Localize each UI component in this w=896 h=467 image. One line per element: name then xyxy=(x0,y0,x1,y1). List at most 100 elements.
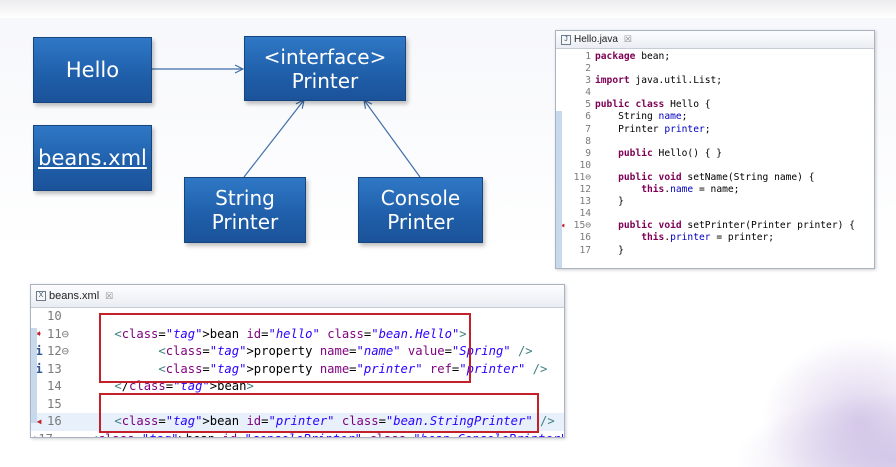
line-number: 16 xyxy=(579,232,591,244)
code-text[interactable]: public Hello() { } xyxy=(618,147,723,159)
code-text[interactable]: } xyxy=(595,244,624,256)
annotation-marker-icon xyxy=(31,308,47,326)
line-number: 8 xyxy=(585,135,591,147)
top-band xyxy=(0,0,896,18)
console-to-printer-arrow xyxy=(364,100,421,178)
string-printer-label-line1: String xyxy=(215,186,275,210)
code-text[interactable]: <class="tag">property name="name" value=… xyxy=(158,344,533,358)
line-number: 16 xyxy=(47,414,62,428)
code-line[interactable]: 10 xyxy=(556,160,874,172)
code-line[interactable]: 17 } xyxy=(556,245,874,257)
code-text[interactable]: <class="tag">bean id="consolePrinter" cl… xyxy=(61,431,564,438)
printer-interface-box: <interface> Printer xyxy=(244,36,406,101)
annotation-marker-icon: ◂ xyxy=(559,220,566,232)
code-line[interactable]: ➧17 <class="tag">bean id="consolePrinter… xyxy=(31,431,564,438)
code-text[interactable]: <class="tag">property name="printer" ref… xyxy=(158,361,548,376)
annotation-marker-icon: ➧ xyxy=(31,431,38,438)
code-text[interactable]: String name; xyxy=(595,111,688,123)
code-line[interactable]: 5 public class Hello { xyxy=(556,99,874,111)
hello-java-tab-label[interactable]: Hello.java xyxy=(574,34,618,45)
close-tab-icon[interactable]: ☒ xyxy=(105,290,114,301)
line-number: 10 xyxy=(47,309,62,323)
annotation-marker-icon xyxy=(556,99,569,111)
beans-xml-box[interactable]: beans.xml xyxy=(33,125,152,191)
beans-xml-editor[interactable]: X beans.xml ☒ 10 ➧ 11⊖ <class="tag">bean i… xyxy=(30,284,565,438)
code-line[interactable]: 16 this.printer = printer; xyxy=(556,232,874,244)
code-line[interactable]: 3 import java.util.List; xyxy=(556,75,874,87)
code-text[interactable]: import java.util.List; xyxy=(595,75,723,87)
code-text[interactable]: package bean; xyxy=(595,51,671,62)
code-line[interactable]: 1 package bean; xyxy=(556,51,874,63)
string-printer-box: String Printer xyxy=(184,177,306,243)
console-printer-label-line2: Printer xyxy=(387,210,454,234)
beans-xml-tab[interactable]: X beans.xml ☒ xyxy=(31,285,564,308)
line-number: 15 xyxy=(47,396,62,411)
code-text[interactable]: } xyxy=(595,196,624,208)
line-number: 2 xyxy=(585,63,591,75)
code-line[interactable]: ◂ 15⊖ public void setPrinter(Printer prin… xyxy=(556,220,874,232)
line-number: 1 xyxy=(585,51,591,62)
code-line[interactable]: 7 Printer printer; xyxy=(556,124,874,136)
line-number: 13 xyxy=(579,196,591,208)
annotation-marker-icon xyxy=(556,51,569,63)
line-number: 3 xyxy=(585,75,591,87)
annotation-marker-icon xyxy=(556,63,569,75)
beans-xml-link[interactable]: beans.xml xyxy=(38,146,147,170)
code-text[interactable]: public void setName(String name) { xyxy=(618,171,815,183)
code-line[interactable]: 8 xyxy=(556,136,874,148)
console-printer-label-line1: Console xyxy=(380,186,461,210)
line-number: 7 xyxy=(585,123,591,135)
code-line[interactable]: 15 xyxy=(31,396,564,414)
string-printer-label-line2: Printer xyxy=(211,210,279,234)
code-text[interactable]: Printer printer; xyxy=(595,123,711,135)
code-line[interactable]: i 12⊖ <class="tag">property name="name" v… xyxy=(31,343,564,361)
hello-java-tab[interactable]: J Hello.java ☒ xyxy=(556,31,874,49)
code-text[interactable]: this.printer = printer; xyxy=(641,232,775,244)
line-number: 6 xyxy=(585,111,591,123)
line-number: 5 xyxy=(585,99,591,111)
code-text[interactable]: public class Hello { xyxy=(595,99,711,111)
line-number: 15⊖ xyxy=(573,220,591,232)
code-text[interactable]: public void setPrinter(Printer printer) … xyxy=(618,220,855,232)
code-text[interactable]: <class="tag">bean id="printer" class="be… xyxy=(114,414,555,428)
line-number: 4 xyxy=(585,87,591,99)
java-gutter-marker xyxy=(556,111,562,268)
line-number: 11⊖ xyxy=(47,326,70,341)
line-number: 14 xyxy=(47,379,62,393)
code-line[interactable]: 10 xyxy=(31,308,564,326)
code-line[interactable]: 11⊖ public void setName(String name) { xyxy=(556,172,874,184)
code-text[interactable]: <class="tag">bean id="hello" class="bean… xyxy=(114,326,467,341)
annotation-marker-icon: i xyxy=(35,344,43,358)
xml-file-icon: X xyxy=(36,291,46,301)
xml-code-area[interactable]: 10 ➧ 11⊖ <class="tag">bean id="hello" clas… xyxy=(31,308,564,438)
code-line[interactable]: 6 String name; xyxy=(556,111,874,123)
code-line[interactable]: ➧ 11⊖ <class="tag">bean id="hello" class=… xyxy=(31,326,564,344)
hello-class-label: Hello xyxy=(65,58,120,82)
code-line[interactable]: ◂ 16 <class="tag">bean id="printer" class… xyxy=(31,413,564,431)
line-number: 17 xyxy=(38,431,61,438)
code-line[interactable]: 14 xyxy=(556,208,874,220)
line-number: 12 xyxy=(579,184,591,196)
code-line[interactable]: 12 this.name = name; xyxy=(556,184,874,196)
code-text[interactable]: this.name = name; xyxy=(641,184,740,196)
beans-xml-tab-label[interactable]: beans.xml xyxy=(49,290,100,302)
annotation-marker-icon: ➧ xyxy=(35,326,43,341)
code-line[interactable]: 4 xyxy=(556,87,874,99)
line-number: 11⊖ xyxy=(573,171,591,183)
annotation-marker-icon: ◂ xyxy=(35,414,43,428)
close-tab-icon[interactable]: ☒ xyxy=(623,34,632,44)
line-number: 14 xyxy=(579,208,591,220)
code-line[interactable]: 9 public Hello() { } xyxy=(556,148,874,160)
line-number: 12⊖ xyxy=(47,344,70,358)
line-number: 10 xyxy=(579,159,591,171)
string-to-printer-arrow xyxy=(243,100,304,178)
code-line[interactable]: 2 xyxy=(556,63,874,75)
xml-gutter-marker xyxy=(31,328,37,423)
code-line[interactable]: 13 } xyxy=(556,196,874,208)
printer-interface-label: Printer xyxy=(291,68,359,93)
hello-class-box: Hello xyxy=(33,37,152,103)
